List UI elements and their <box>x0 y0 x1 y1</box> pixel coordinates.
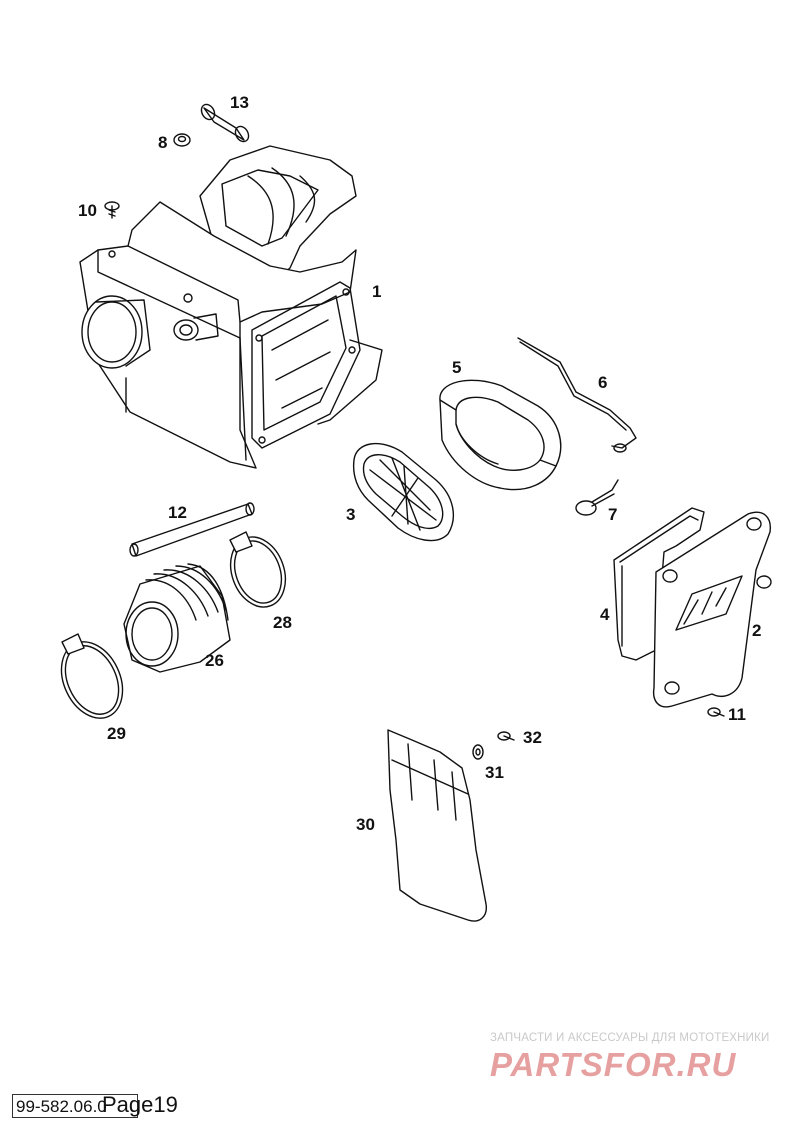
part-12-hose <box>129 502 255 557</box>
callout-29: 29 <box>107 724 126 743</box>
part-10-screw <box>104 201 120 219</box>
page-label: Page19 <box>102 1092 178 1117</box>
callout-5: 5 <box>452 358 461 377</box>
part-4-gasket <box>613 507 705 661</box>
part-5-air-filter <box>439 379 562 491</box>
callout-1: 1 <box>372 282 381 301</box>
part-8-grommet <box>173 133 191 147</box>
part-11-screw <box>707 707 725 717</box>
part-6-wire-clip <box>517 337 637 453</box>
part-28-clamp <box>229 531 287 608</box>
watermark-tagline: ЗАПЧАСТИ И АКСЕССУАРЫ ДЛЯ МОТОТЕХНИКИ <box>490 1032 770 1044</box>
callout-7: 7 <box>608 505 617 524</box>
part-30-mud-flap <box>387 729 487 922</box>
part-3-filter-cage <box>352 442 455 542</box>
callout-6: 6 <box>598 373 607 392</box>
callout-4: 4 <box>600 605 610 624</box>
callout-32: 32 <box>523 728 542 747</box>
part-26-rubber-boot <box>123 563 231 673</box>
callout-31: 31 <box>485 763 504 782</box>
callout-labels: 1 2 3 4 5 6 7 8 10 11 12 13 26 28 29 30 … <box>78 93 761 834</box>
callout-10: 10 <box>78 201 97 220</box>
callout-8: 8 <box>158 133 167 152</box>
part-29-clamp <box>60 633 124 719</box>
part-2-cover-plate <box>652 511 772 708</box>
document-code: 99-582.06.0 <box>12 1094 138 1118</box>
callout-30: 30 <box>356 815 375 834</box>
callout-28: 28 <box>273 613 292 632</box>
part-32-screw <box>497 731 515 741</box>
callout-26: 26 <box>205 651 224 670</box>
callout-11: 11 <box>728 705 746 724</box>
callout-13: 13 <box>230 93 249 112</box>
callout-3: 3 <box>346 505 355 524</box>
callout-12: 12 <box>168 503 187 522</box>
part-1-airbox <box>79 145 383 469</box>
callout-2: 2 <box>752 621 761 640</box>
watermark-logo: PARTSFOR.RU <box>490 1046 737 1083</box>
part-13-sleeve <box>200 103 250 143</box>
part-31-washer <box>472 744 484 760</box>
part-7-pin <box>575 479 619 516</box>
